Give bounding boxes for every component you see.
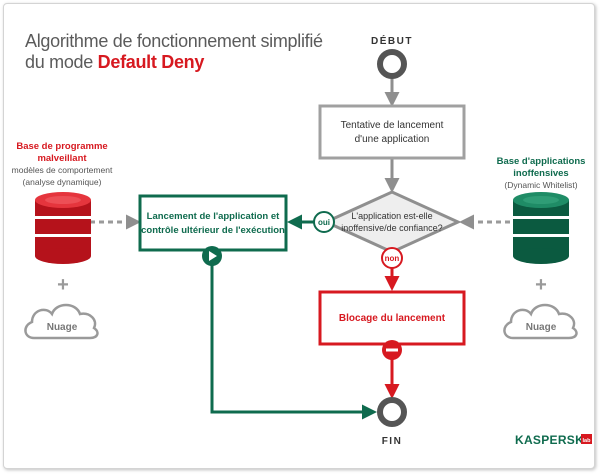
malware-cloud-label: Nuage [47, 322, 78, 333]
malware-db-subtitle-line2: (analyse dynamique) [23, 177, 102, 187]
kaspersky-logo: KASPERSKY [515, 433, 592, 447]
whitelist-db-title-line1: Base d'applications [497, 156, 586, 167]
decision-node [322, 190, 462, 254]
malware-db-subtitle-line1: modèles de comportement [12, 165, 113, 175]
diagram-frame [3, 3, 595, 469]
edge-launch-to-end [210, 256, 377, 420]
whitelist-db-subtitle: (Dynamic Whitelist) [504, 180, 577, 190]
whitelist-cloud-label: Nuage [526, 322, 557, 333]
decision-label-line1: L'application est-elle [351, 211, 432, 221]
block-label: Blocage du lancement [339, 313, 446, 324]
database-icon [35, 192, 91, 264]
whitelist-plus-sign: + [535, 274, 547, 296]
end-label: FIN [382, 436, 403, 447]
launch-label-line1: Lancement de l'application et [147, 211, 280, 222]
attempt-node [318, 104, 466, 160]
database-icon-whitelist [513, 192, 569, 264]
no-badge [381, 247, 403, 269]
minus-circle-icon-glyph [386, 348, 398, 352]
cloud-icon [24, 303, 99, 340]
start-label: DÉBUT [371, 34, 413, 47]
end-terminal [377, 397, 407, 427]
logo-badge-label: lab [583, 438, 592, 444]
whitelist-db-title-line2: inoffensives [513, 168, 568, 179]
attempt-label-line1: Tentative de lancement [341, 120, 444, 131]
attempt-label-line2: d'une application [355, 134, 430, 145]
start-terminal [377, 49, 407, 79]
play-icon-glyph [209, 251, 217, 261]
diagram-title-line2: du mode Default Deny [25, 52, 204, 73]
diagram-title-line1: Algorithme de fonctionnement simplifié [25, 31, 323, 51]
yes-badge-label: oui [318, 218, 330, 227]
malware-db-title-line2: malveillant [37, 153, 87, 164]
no-badge-label: non [385, 254, 400, 263]
launch-label-line2: contrôle ultérieur de l'exécution [141, 225, 285, 236]
title-prefix: du mode [25, 52, 93, 72]
malware-db-title-line1: Base de programme [16, 141, 107, 152]
yes-badge [313, 211, 335, 233]
cloud-icon-right [503, 303, 578, 340]
title-highlight: Default Deny [97, 52, 205, 72]
malware-plus-sign: + [57, 274, 69, 296]
decision-label-line2: inoffensive/de confiance? [341, 223, 442, 233]
logo-badge [581, 434, 592, 444]
launch-node [138, 194, 288, 252]
